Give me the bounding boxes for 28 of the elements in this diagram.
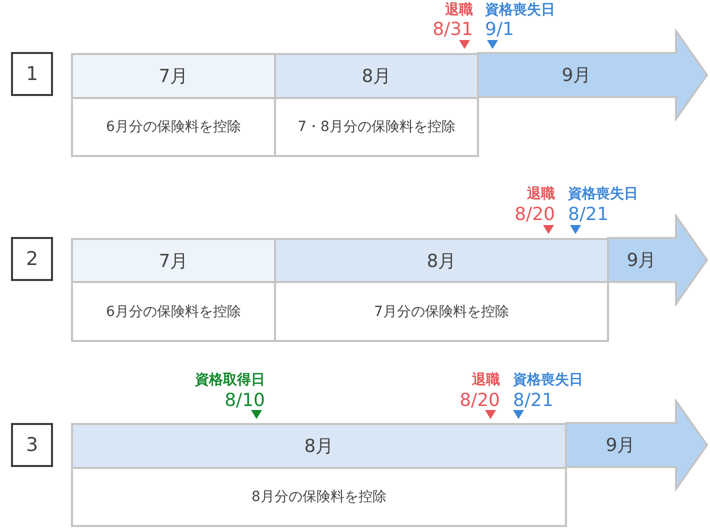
month-cell: 8月 [71,423,567,469]
month-cell: 7月 [71,53,276,99]
step-number: 2 [11,237,53,281]
month-cell: 8月 [274,53,479,99]
event-label: 資格喪失日 [568,187,638,201]
date-label: 8/20 [514,206,555,224]
deduction-cell: 8月分の保険料を控除 [71,467,567,527]
step-number: 1 [11,52,53,96]
deduction-cell: 7・8月分の保険料を控除 [274,97,479,157]
deduction-cell: 6月分の保険料を控除 [71,97,276,157]
event-label: 資格喪失日 [485,3,555,17]
step-number: 3 [11,423,53,467]
month-cell: 8月 [274,238,609,283]
deduction-cell: 6月分の保険料を控除 [71,281,276,342]
date-label: 8/21 [513,392,554,410]
event-label: 資格喪失日 [513,373,583,387]
date-label: 8/31 [432,21,473,39]
date-label: 8/10 [224,392,265,410]
date-label: 8/20 [460,392,500,410]
deduction-cell: 7月分の保険料を控除 [274,281,609,342]
month-arrow: 9月 [607,215,708,305]
event-label: 退職 [445,3,473,17]
month-arrow: 9月 [565,400,708,490]
event-label: 退職 [527,187,555,201]
date-label: 8/21 [568,206,608,224]
event-label: 資格取得日 [195,373,265,387]
month-cell: 7月 [71,238,276,283]
event-label: 退職 [472,373,500,387]
